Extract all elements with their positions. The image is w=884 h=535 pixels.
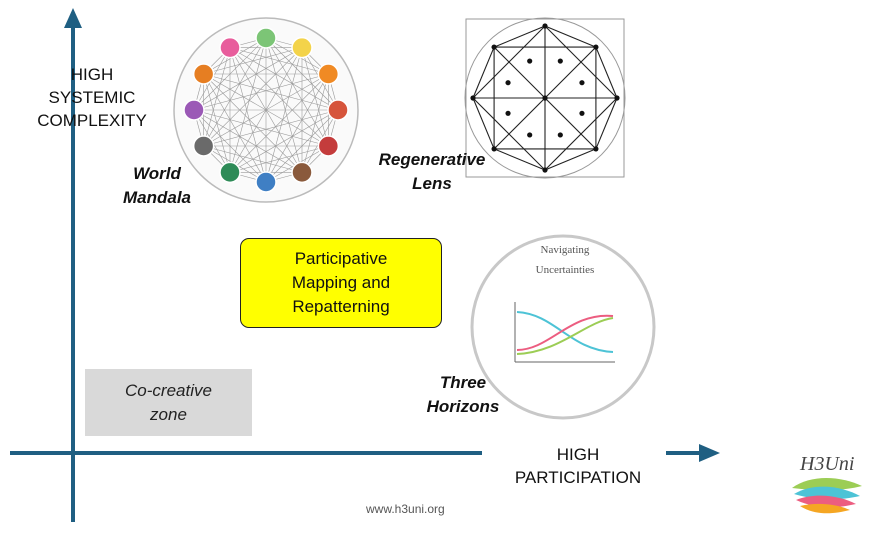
lens-node	[491, 44, 497, 50]
lens-node	[505, 110, 511, 116]
mandala-node	[219, 161, 241, 184]
lens-node	[542, 95, 548, 101]
lens-node	[614, 95, 620, 101]
y-axis-arrowhead	[64, 8, 82, 28]
regenerative-lens-label: Regenerative Lens	[378, 150, 486, 193]
horizon-1-curve	[516, 311, 614, 353]
x-axis-label: HIGH PARTICIPATION	[514, 445, 642, 487]
three-horizons-label: Three Horizons	[426, 373, 500, 416]
h3uni-logo: H3Uni	[792, 453, 862, 514]
horizon-2-curve	[516, 314, 614, 351]
horizon-3-curve	[516, 317, 614, 355]
mandala-node	[255, 171, 277, 193]
lens-node	[593, 44, 599, 50]
lens-node	[542, 167, 548, 173]
mandala-node	[291, 36, 313, 59]
three-horizons-image	[470, 234, 656, 420]
mandala-node	[255, 27, 277, 49]
lens-node	[527, 132, 533, 138]
lens-node	[542, 23, 548, 29]
mandala-node	[317, 63, 340, 85]
lens-node	[579, 110, 585, 116]
website-link[interactable]: www.h3uni.org	[366, 502, 445, 516]
mandala-node	[291, 161, 313, 184]
world-mandala-label: World Mandala	[122, 164, 192, 207]
mandala-node	[317, 135, 340, 157]
mandala-node	[192, 63, 215, 85]
x-axis-arrowhead	[699, 444, 720, 462]
lens-node	[470, 95, 476, 101]
logo-text: H3Uni	[799, 453, 854, 475]
mandala-node	[183, 99, 205, 121]
participative-mapping-box: Participative Mapping and Repatterning	[240, 238, 442, 328]
three-horizons-title: Navigating Uncertainties	[535, 244, 595, 276]
mandala-node	[192, 135, 215, 157]
y-axis-label: HIGH SYSTEMIC COMPLEXITY	[37, 65, 147, 130]
mandala-node	[219, 36, 241, 59]
lens-node	[593, 146, 599, 152]
lens-node	[491, 146, 497, 152]
lens-node	[579, 80, 585, 86]
lens-node	[557, 58, 563, 64]
mandala-node	[327, 99, 349, 121]
world-mandala-image	[173, 17, 359, 203]
lens-node	[527, 58, 533, 64]
regenerative-lens-image	[464, 17, 626, 179]
lens-node	[557, 132, 563, 138]
lens-node	[505, 80, 511, 86]
co-creative-zone: Co-creative zone	[85, 369, 252, 436]
